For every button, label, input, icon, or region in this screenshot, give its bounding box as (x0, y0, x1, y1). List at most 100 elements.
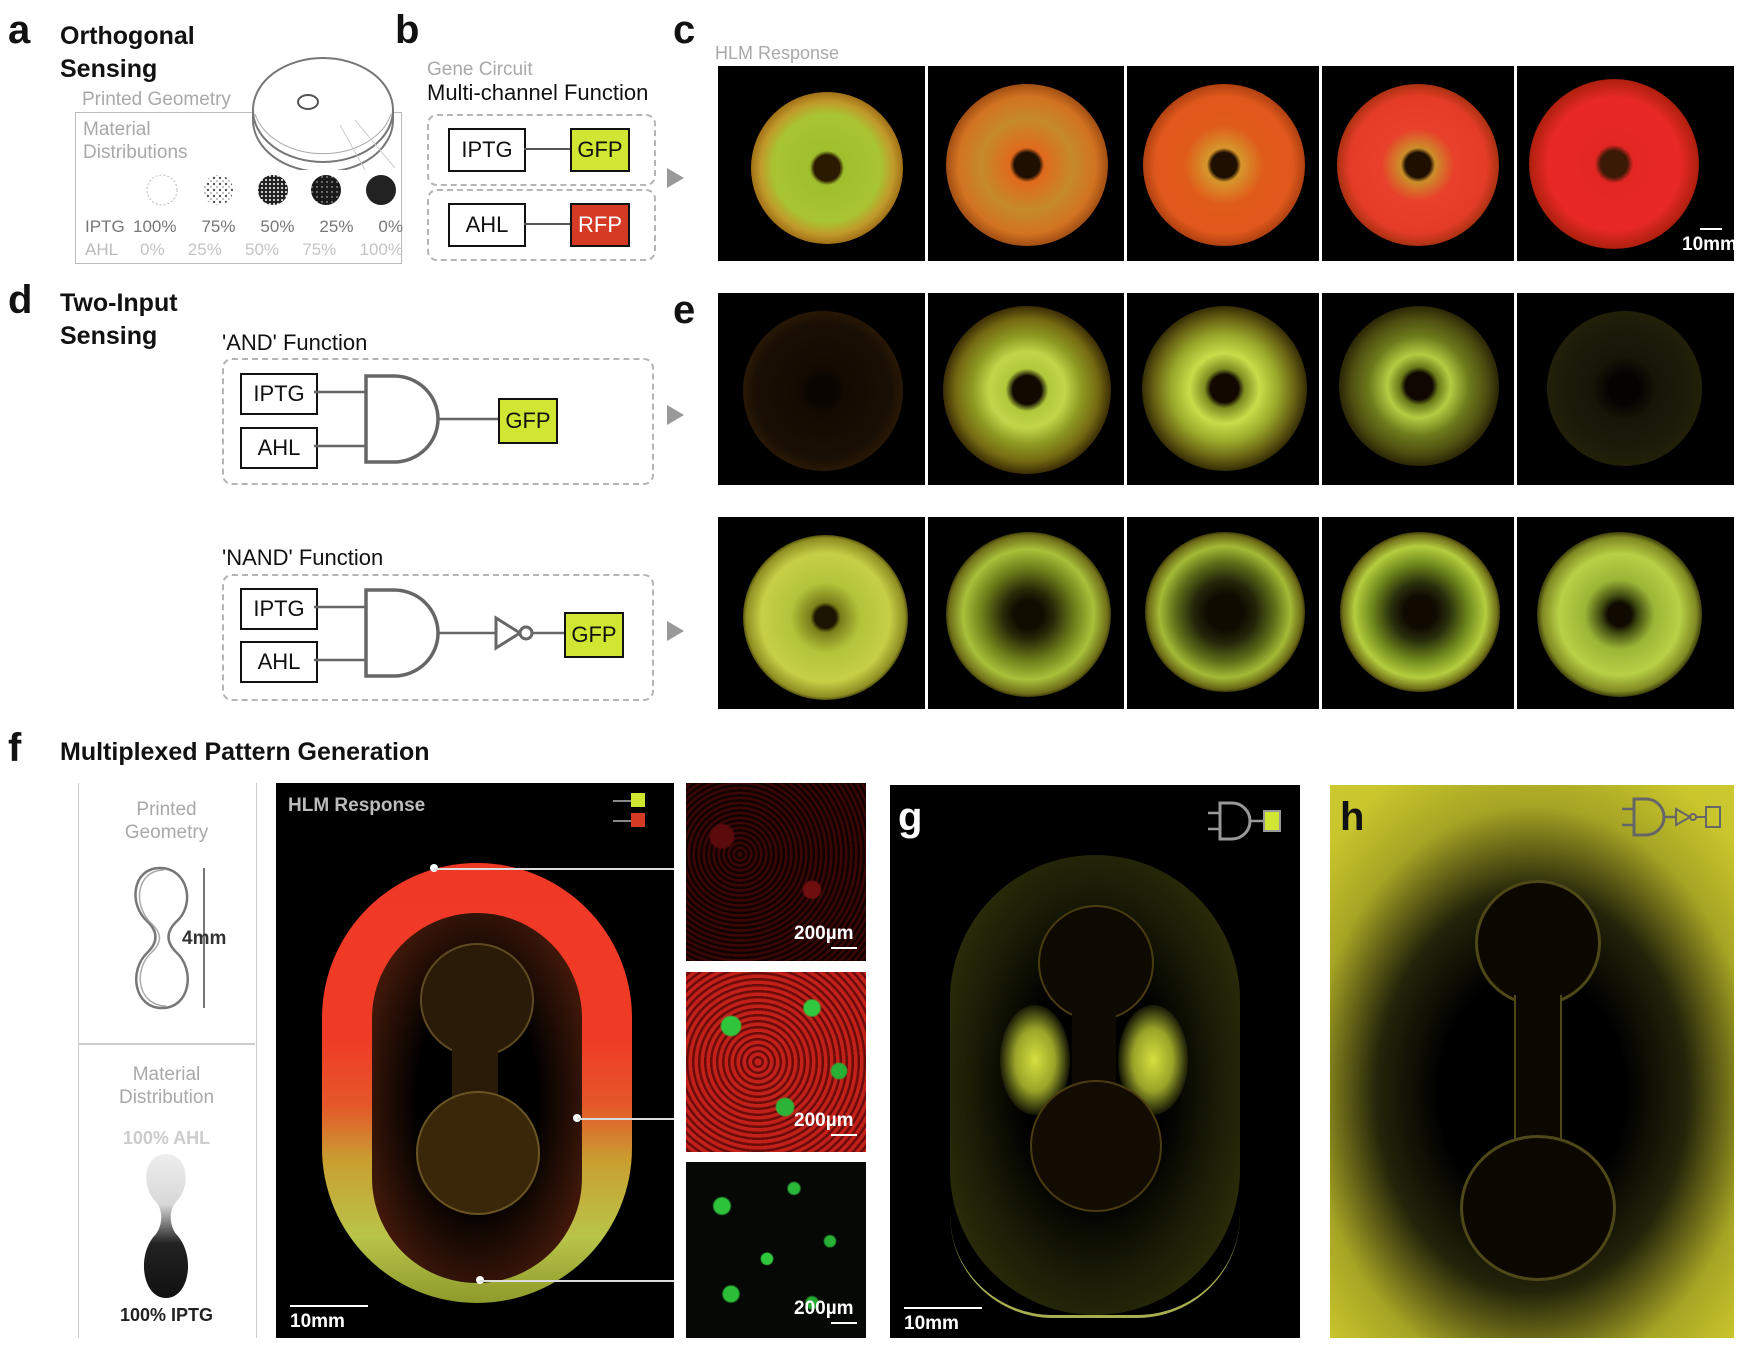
and-function-title: 'AND' Function (222, 330, 368, 355)
iptg-value: 100% (133, 217, 177, 236)
arrow-d-and-icon (667, 405, 684, 425)
nand-gate-icon (314, 588, 564, 678)
nand-ahl-box: AHL (240, 641, 318, 683)
nand-iptg-box: IPTG (240, 588, 318, 630)
ahl-value: 50% (245, 240, 280, 259)
petri-c-4 (1322, 66, 1514, 261)
petri-c-2 (928, 66, 1124, 261)
dimension-4mm: 4mm (182, 928, 227, 949)
arrow-b-to-c-icon (667, 168, 684, 188)
panel-b-letter: b (395, 8, 420, 52)
panel-a-title-line2: Sensing (60, 55, 158, 83)
f-material-distribution-label: Material Distribution (78, 1063, 255, 1109)
iptg-input-box: IPTG (448, 128, 526, 172)
panel-a-title: Orthogonal Sensing (60, 20, 195, 86)
arrow-d-nand-icon (667, 621, 684, 641)
panel-f-title: Multiplexed Pattern Generation (60, 738, 430, 766)
petri-c-5: 10mm (1517, 66, 1734, 261)
f-printed-line1: Printed (136, 799, 197, 820)
f-hlm-response-label: HLM Response (288, 795, 426, 816)
printed-geometry-label: Printed Geometry (82, 89, 231, 110)
petri-e-and-2 (928, 293, 1124, 485)
petri-e-nand-3 (1127, 517, 1319, 709)
f-material-line2: Distribution (118, 1087, 215, 1108)
panel-h-letter: h (1340, 795, 1365, 839)
material-distributions-label: Material Distributions (83, 118, 188, 164)
panel-c-letter: c (673, 8, 696, 52)
and-circuit-box (222, 358, 654, 485)
hlm-response-label: HLM Response (715, 43, 840, 63)
dist-circle-50 (258, 175, 288, 205)
f-hlm-response-photo: HLM Response 10mm (276, 783, 674, 1338)
panel-d-title-line1: Two-Input (60, 289, 178, 317)
panel-f-letter: f (8, 726, 22, 770)
rfp-connector (524, 223, 570, 225)
ahl-value: 0% (140, 240, 165, 259)
distribution-circles (146, 174, 396, 206)
gfp-output-box: GFP (570, 128, 630, 172)
micro-scale-bar-1 (831, 947, 857, 949)
panel-d-title: Two-Input Sensing (60, 287, 178, 353)
dist-circle-0 (366, 175, 396, 205)
rfp-indicator-icon (631, 813, 645, 827)
petri-e-and-3 (1127, 293, 1319, 485)
dist-circle-25 (311, 175, 341, 205)
micro-scale-bar-3 (831, 1322, 857, 1324)
nand-gfp-box: GFP (564, 612, 624, 658)
and-gate-gfp-icon (1208, 801, 1281, 841)
f-material-line1: Material (132, 1064, 201, 1085)
iptg-values: 100% 75% 50% 25% 0% (133, 217, 403, 237)
panel-d-letter: d (8, 278, 33, 322)
scale-label-f: 10mm (290, 1311, 345, 1332)
iptg-row-label: IPTG (85, 217, 125, 236)
panel-e-letter: e (673, 288, 696, 332)
micro-scale-bar-2 (831, 1134, 857, 1136)
gfp-circuit-box (427, 114, 656, 186)
nand-circuit-box (222, 574, 654, 701)
micro-scale-2: 200µm (794, 1110, 854, 1131)
micrograph-green: 200µm (686, 1162, 866, 1338)
rfp-circuit-box (427, 189, 656, 261)
and-gfp-box: GFP (498, 398, 558, 444)
micro-scale-3: 200µm (794, 1298, 854, 1319)
dist-circle-75 (203, 175, 233, 205)
leader-line-mixed (577, 1118, 674, 1120)
leader-line-green (480, 1280, 674, 1282)
petri-c-1 (718, 66, 925, 261)
micro-scale-1: 200µm (794, 923, 854, 944)
panel-a-letter: a (8, 8, 31, 52)
petri-e-nand-1 (718, 517, 925, 709)
scale-bar-f (290, 1305, 368, 1307)
petri-e-nand-4 (1322, 517, 1514, 709)
g-and-response-photo: g 10mm (890, 785, 1300, 1338)
printed-disc-illustration (252, 57, 396, 170)
iptg-value: 25% (319, 217, 354, 236)
f-printed-line2: Geometry (124, 822, 209, 843)
rfp-output-box: RFP (570, 203, 630, 247)
h-nand-response-photo: h (1330, 785, 1734, 1338)
nand-gate-gfp-icon (1622, 797, 1721, 837)
panel-d-title-line2: Sensing (60, 322, 158, 350)
ahl-input-box: AHL (448, 203, 526, 247)
iptg-value: 50% (260, 217, 295, 236)
gradient-dumbbell-illustration (143, 1154, 189, 1298)
micrograph-mixed: 200µm (686, 972, 866, 1152)
scale-bar-c (1700, 228, 1722, 230)
scale-bar-g (904, 1307, 982, 1309)
ahl-value: 25% (187, 240, 222, 259)
petri-e-nand-2 (928, 517, 1124, 709)
ahl-row-label: AHL (85, 240, 119, 259)
iptg-value: 0% (378, 217, 403, 236)
and-gate-icon (314, 374, 499, 464)
f-100-ahl-label: 100% AHL (122, 1128, 211, 1148)
petri-e-nand-5 (1517, 517, 1734, 709)
f-schematic-panel (78, 783, 257, 1338)
gene-circuit-label: Gene Circuit (427, 59, 533, 80)
multichannel-function-title: Multi-channel Function (427, 80, 649, 105)
ahl-value: 100% (359, 240, 403, 259)
petri-e-and-5 (1517, 293, 1734, 485)
material-line1: Material (83, 119, 151, 140)
and-iptg-box: IPTG (240, 373, 318, 415)
scale-label-c: 10mm (1682, 234, 1734, 255)
micrograph-red: 200µm (686, 783, 866, 961)
